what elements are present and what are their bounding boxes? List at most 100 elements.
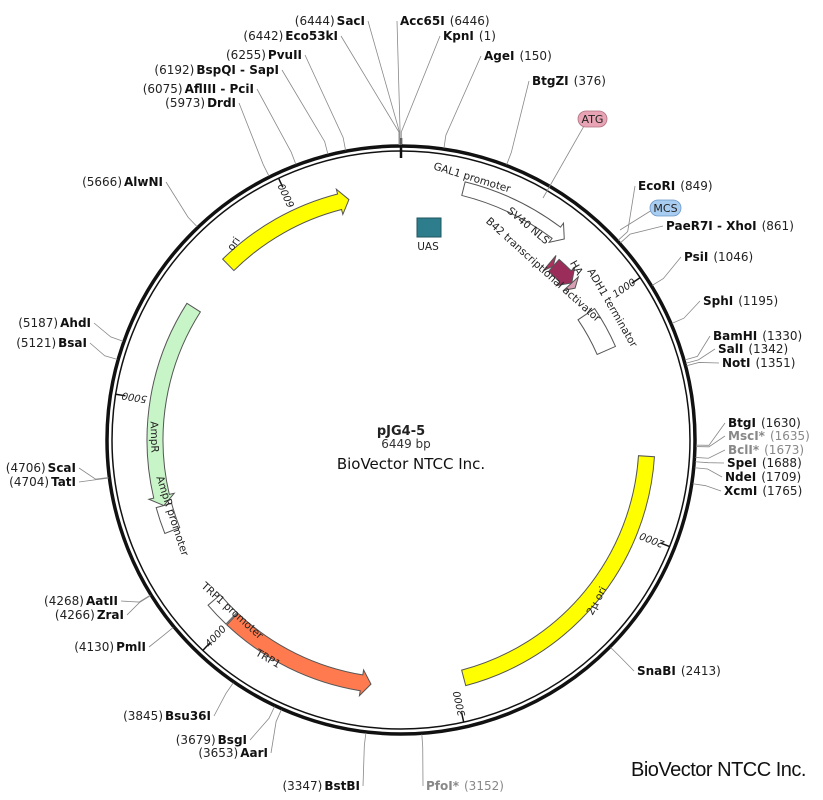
site-position: (6444) — [295, 14, 335, 28]
restriction-site-label: (6442)Eco53kI — [243, 29, 338, 43]
site-leader-line — [93, 322, 124, 342]
site-name: BspQI - SapI — [196, 63, 279, 77]
site-name: BsaI — [58, 336, 87, 350]
feature-label: TRP1 promoter — [198, 580, 266, 643]
site-leader-line — [695, 422, 726, 446]
restriction-site-label: EcoRI (849) — [638, 179, 713, 193]
site-name: Acc65I — [400, 14, 445, 28]
site-name: MscI* — [728, 429, 766, 443]
site-position: (5666) — [82, 175, 122, 189]
site-leader-line — [685, 348, 716, 364]
site-name: AhdI — [60, 316, 91, 330]
tick-mark — [660, 542, 670, 548]
site-position: (4706) — [6, 461, 46, 475]
site-position: (849) — [680, 179, 712, 193]
site-name: AatII — [86, 594, 118, 608]
site-name: ZraI — [97, 608, 124, 622]
site-position: (861) — [762, 219, 794, 233]
restriction-site-label: AgeI (150) — [484, 49, 552, 63]
restriction-site-label: (4706)ScaI — [6, 461, 76, 475]
site-position: (1765) — [762, 484, 802, 498]
site-position: (5187) — [18, 316, 58, 330]
restriction-site-label: (4268)AatII — [44, 594, 118, 608]
site-position: (1351) — [756, 356, 796, 370]
site-position: (4704) — [9, 475, 49, 489]
site-position: (3845) — [123, 709, 163, 723]
site-position: (1) — [479, 29, 496, 43]
site-position: (376) — [574, 74, 606, 88]
restriction-site-label: BtgZI (376) — [532, 74, 606, 88]
site-leader-line — [362, 732, 367, 787]
site-name: PfoI* — [426, 779, 460, 793]
restriction-site-label: NotI (1351) — [722, 356, 795, 370]
site-name: PaeR7I - XhoI — [666, 219, 757, 233]
tick-label: 1000 — [611, 277, 638, 300]
uas-label: UAS — [417, 241, 439, 253]
restriction-site-label: SnaBI(2413) — [637, 664, 721, 678]
site-leader-line — [148, 627, 174, 648]
restriction-site-layer: KpnI (1) AgeI (150) BtgZI (376) EcoRI (849) PaeR… — [6, 14, 810, 793]
restriction-site-label: (6255)PvuII — [226, 48, 302, 62]
restriction-site-label: Acc65I(6446) — [400, 14, 490, 28]
site-leader-line — [165, 181, 198, 228]
site-position: (3347) — [282, 779, 322, 793]
restriction-site-label: (3653)AarI — [198, 746, 268, 760]
site-leader-line — [671, 300, 701, 324]
site-name: AlwNI — [124, 175, 163, 189]
mcs-pill — [649, 199, 682, 217]
feature-sv40-nls — [542, 255, 557, 272]
restriction-site-label: XcmI(1765) — [724, 484, 802, 498]
site-name: TatI — [51, 475, 76, 489]
site-name: Bsu36I — [165, 709, 211, 723]
site-name: ScaI — [48, 461, 76, 475]
site-leader-line — [396, 20, 401, 146]
site-name: SpeI — [727, 456, 757, 470]
site-leader-line — [421, 734, 424, 787]
site-leader-line — [78, 467, 109, 480]
site-position: (6192) — [154, 63, 194, 77]
site-name: SnaBI — [637, 664, 676, 678]
restriction-site-label: (4266)ZraI — [55, 608, 124, 622]
mcs-label: MCS — [653, 202, 677, 215]
site-name: AflIII - PciI — [185, 82, 254, 96]
site-name: KpnI — [443, 29, 474, 43]
site-name: SalI — [718, 342, 743, 356]
site-leader-line — [340, 35, 400, 146]
uas-box — [416, 217, 442, 238]
site-name: NdeI — [725, 470, 756, 484]
tick-mark — [631, 277, 641, 284]
site-name: NotI — [722, 356, 751, 370]
restriction-site-label: (4130)PmlI — [74, 640, 146, 654]
restriction-site-label: SphI(1195) — [703, 294, 778, 308]
site-leader-line — [692, 483, 722, 492]
watermark: BioVector NTCC Inc. — [631, 759, 806, 781]
site-position: (3679) — [176, 733, 216, 747]
site-name: AgeI — [484, 49, 514, 63]
restriction-site-label: (6075)AflIII - PciI — [143, 82, 254, 96]
site-name: BtgI — [728, 416, 756, 430]
site-leader-line — [506, 80, 530, 165]
feature-trp1 — [226, 612, 372, 698]
site-leader-line — [238, 102, 270, 177]
site-name: PvuII — [268, 48, 302, 62]
restriction-site-label: (5187)AhdI — [18, 316, 91, 330]
site-name: EcoRI — [638, 179, 675, 193]
site-name: Eco53kI — [285, 29, 338, 43]
atg-leader-line — [542, 125, 585, 199]
site-leader-line — [304, 54, 346, 151]
site-position: (150) — [519, 49, 551, 63]
site-leader-line — [617, 185, 636, 241]
feature-gal1-promoter — [461, 181, 565, 244]
restriction-site-label: SalI(1342) — [718, 342, 788, 356]
restriction-site-label: BamHI(1330) — [713, 329, 802, 343]
restriction-site-label: (3679)BsgI — [176, 733, 247, 747]
site-name: DrdI — [207, 96, 236, 110]
site-name: BtgZI — [532, 74, 569, 88]
tick-mark — [277, 177, 284, 188]
site-leader-line — [281, 69, 329, 155]
site-name: SphI — [703, 294, 733, 308]
restriction-site-label: MscI* (1635) — [728, 429, 810, 443]
site-position: (1635) — [770, 429, 810, 443]
